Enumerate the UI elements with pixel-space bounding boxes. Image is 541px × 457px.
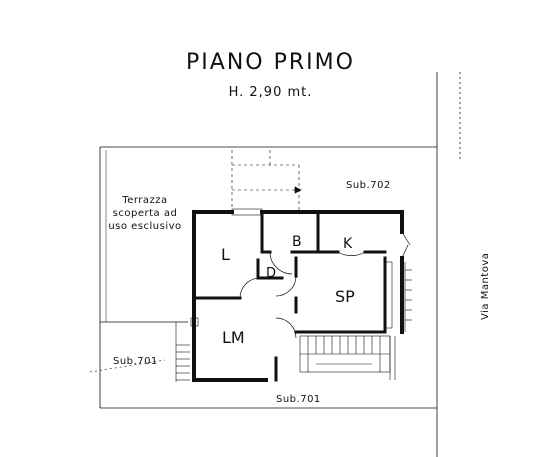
terrace-note-line2: scoperta ad [113, 208, 178, 219]
door-lm [239, 277, 261, 299]
door-hall [275, 317, 297, 339]
window-top [231, 208, 263, 216]
left-steps [89, 322, 190, 382]
room-lm-label: LM [222, 328, 245, 347]
door-b [269, 251, 293, 275]
room-b-label: B [292, 234, 302, 250]
room-l-label: L [221, 245, 230, 264]
site-boundary [99, 72, 461, 457]
arrow-head [294, 186, 302, 194]
right-steps [404, 262, 412, 332]
windows [190, 208, 393, 329]
balcony-projection [231, 150, 300, 212]
room-sp-label: SP [335, 287, 355, 306]
door-sp [275, 275, 297, 297]
sub702-label: Sub.702 [346, 180, 391, 191]
staircase [299, 335, 396, 380]
room-k-label: K [343, 236, 353, 252]
sub701-left-label: Sub.701 [113, 356, 158, 367]
walls [192, 210, 404, 382]
plan-title: PIANO PRIMO [186, 50, 355, 75]
street-label: Via Mantova [480, 253, 491, 320]
terrace-note-line1: Terrazza [121, 195, 167, 206]
pillar-corner [190, 317, 199, 327]
room-d-label: D [266, 266, 276, 281]
doors [239, 231, 411, 339]
ceiling-height: H. 2,90 mt. [228, 85, 313, 100]
terrace-note-line3: uso esclusivo [108, 221, 181, 232]
sub701-bottom-label: Sub.701 [276, 394, 321, 405]
door-k [337, 251, 366, 256]
